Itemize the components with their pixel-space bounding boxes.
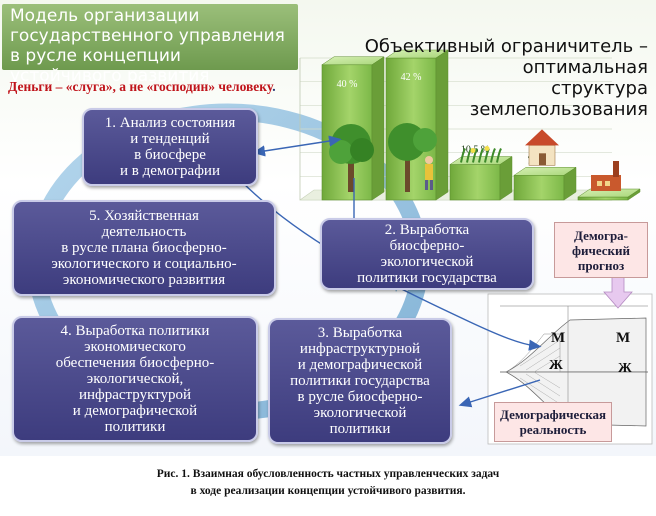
bar-label-2: 42 % xyxy=(401,72,422,83)
step-3-line-7: политики xyxy=(329,421,391,437)
step-5-line-1: 5. Хозяйственная xyxy=(89,208,199,224)
title-line-1: Модель организации государственного упра… xyxy=(10,6,285,46)
money-statement: Деньги – «слуга», а не «господин» челове… xyxy=(8,78,278,95)
step-1-line-3: в биосфере xyxy=(134,147,206,163)
pyramid-m-right: М xyxy=(616,330,630,346)
step-1-line-1: 1. Анализ состояния xyxy=(104,115,236,131)
diagram-stage: Модель организации государственного упра… xyxy=(0,0,656,456)
bar-side-5 xyxy=(627,188,641,201)
pyramid-male-area xyxy=(505,317,647,373)
step-3-line-4: политики государства xyxy=(290,373,430,389)
bar-side-4 xyxy=(563,166,577,201)
forecast-line-2: фический xyxy=(572,242,630,258)
caption-line-2: в ходе реализации концепции устойчивого … xyxy=(190,485,466,497)
bar-side-2 xyxy=(435,49,449,201)
step-3-line-1: 3. Выработка xyxy=(317,325,403,341)
bar-4 xyxy=(513,175,565,201)
step-2-policy-box: 2. Выработка биосферно- экологической по… xyxy=(320,218,534,290)
arrow-pyramid-box3 xyxy=(458,379,541,408)
step-1-line-4: и в демографии xyxy=(120,163,220,179)
step-3-line-3: и демографической xyxy=(297,357,423,373)
step-4-line-2: экономического xyxy=(84,339,186,355)
forecast-arrow xyxy=(603,275,633,309)
step-5-activity-box: 5. Хозяйственная деятельность в русле пл… xyxy=(12,200,276,296)
connector-arrows xyxy=(239,135,633,408)
demographic-reality-tag: Демографическая реальность xyxy=(494,402,612,442)
arrow-box1-chart xyxy=(252,135,342,157)
step-5-line-3: в русле плана биосферно- xyxy=(61,240,227,256)
caption-line-1: Рис. 1. Взаимная обусловленность частных… xyxy=(156,468,500,480)
forecast-line-3: прогноз xyxy=(577,257,625,273)
step-2-line-2: биосферно- xyxy=(389,238,465,254)
step-3-line-6: экологической xyxy=(313,405,407,421)
step-3-line-5: в русле биосферно- xyxy=(297,389,423,405)
step-4-line-7: политики xyxy=(104,419,166,435)
step-4-line-6: и демографической xyxy=(72,403,198,419)
step-4-line-5: инфраструктурой xyxy=(78,387,192,403)
objective-limiter-text: Объективный ограничитель – оптимальная с… xyxy=(334,36,648,120)
objective-line-1: Объективный ограничитель – xyxy=(364,36,648,57)
objective-line-3: структура xyxy=(551,78,648,99)
step-2-line-1: 2. Выработка xyxy=(384,222,470,238)
step-4-line-3: обеспечения биосферно- xyxy=(55,355,215,371)
step-2-line-3: экологической xyxy=(380,254,474,270)
step-4-line-4: экологической, xyxy=(86,371,184,387)
pyramid-f-right: Ж xyxy=(618,361,632,376)
step-1-line-2: и тенденций xyxy=(130,131,210,147)
forecast-line-1: Демогра- xyxy=(573,227,629,243)
step-4-line-1: 4. Выработка политики xyxy=(60,323,210,339)
arrow-box1-pyramid xyxy=(239,179,542,351)
title-line-2: в русле концепции xyxy=(10,46,181,66)
step-5-line-5: экономического развития xyxy=(62,272,226,288)
factory-icon xyxy=(591,161,621,191)
step-5-line-2: деятельность xyxy=(101,224,187,240)
house-icon xyxy=(525,129,559,166)
step-1-analysis-box: 1. Анализ состояния и тенденций в биосфе… xyxy=(82,108,258,186)
step-2-line-4: политики государства xyxy=(357,270,497,286)
objective-line-2: оптимальная xyxy=(522,57,648,78)
pyramid-m-left: М xyxy=(551,330,565,346)
land-use-chart: 40 %42 %10,5 %7,3 %0,2 % xyxy=(299,49,641,201)
step-5-line-4: экологического и социально- xyxy=(51,256,237,272)
money-period: . xyxy=(272,79,276,94)
bar-3 xyxy=(449,164,501,201)
bar-label-1: 40 % xyxy=(337,79,358,90)
title-line-3: устойчивого развития xyxy=(10,66,210,86)
person-with-tree-icon xyxy=(388,123,437,192)
money-text: Деньги – «слуга», а не «господин» челове… xyxy=(8,79,273,94)
diagram-title: Модель организации государственного упра… xyxy=(2,4,298,86)
grass-icon xyxy=(460,146,502,163)
step-3-infrastructure-box: 3. Выработка инфраструктурной и демограф… xyxy=(268,318,452,444)
figure-caption: Рис. 1. Взаимная обусловленность частных… xyxy=(0,466,656,500)
bar-side-3 xyxy=(499,156,513,201)
step-3-line-2: инфраструктурной xyxy=(299,341,421,357)
reality-line-1: Демографическая xyxy=(499,407,607,422)
pyramid-f-left: Ж xyxy=(549,358,563,373)
reality-line-2: реальность xyxy=(519,422,587,437)
demographic-forecast-tag: Демогра- фический прогноз xyxy=(554,222,648,278)
objective-line-4: землепользования xyxy=(469,99,648,120)
step-4-economic-box: 4. Выработка политики экономического обе… xyxy=(12,316,258,442)
